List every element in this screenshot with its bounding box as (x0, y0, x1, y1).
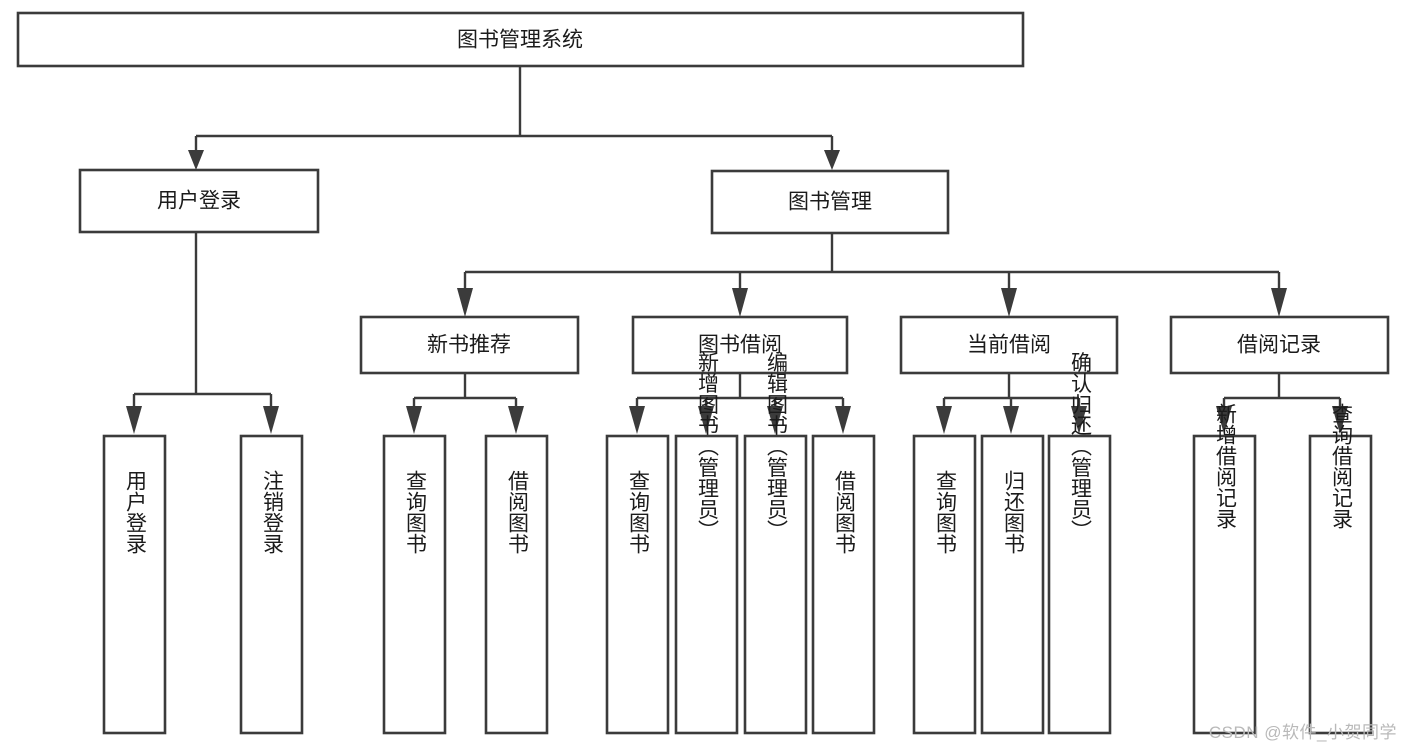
node-user-login-label: 用户登录 (157, 190, 241, 213)
node-current-borrow-box[interactable] (899, 315, 1119, 375)
leaf-user-login-login-label: 用户登录 (124, 470, 148, 554)
leaf-borrow-record-add-label: 新增借阅记录 (1214, 403, 1238, 529)
node-root-box[interactable] (16, 11, 1025, 68)
arrowhead-book-borrow (732, 288, 748, 317)
leaf-book-borrow-edit-box[interactable] (743, 434, 808, 735)
leaf-book-borrow-query-label: 查询图书 (627, 470, 651, 554)
connector-layer (126, 66, 1348, 434)
leaf-borrow-record-query-box[interactable] (1308, 434, 1373, 735)
node-book-manage-label: 图书管理 (788, 191, 872, 214)
leaf-borrow-record-add-box[interactable] (1192, 434, 1257, 735)
leaf-book-borrow-add-label: 新增图书（管理员） (696, 352, 720, 541)
arrowhead-user-login (188, 150, 204, 170)
leaf-node[interactable]: 查询图书 (912, 434, 977, 735)
leaf-new-book-query-label: 查询图书 (404, 470, 428, 554)
arrowhead-leaf-current-borrow-3 (1071, 406, 1087, 434)
node-borrow-record-box[interactable] (1169, 315, 1390, 375)
node-borrow-record-label: 借阅记录 (1237, 334, 1321, 357)
leaf-new-book-borrow-label: 借阅图书 (506, 470, 530, 554)
node-user-login-box[interactable] (78, 168, 320, 234)
node-current-borrow-label: 当前借阅 (967, 334, 1051, 357)
arrowhead-leaf-book-borrow-4 (835, 406, 851, 434)
leaf-current-borrow-query-label: 查询图书 (934, 470, 958, 554)
leaf-node[interactable]: 确认归还（管理员） (1047, 352, 1112, 735)
arrowhead-leaf-new-book-2 (508, 406, 524, 434)
arrowhead-leaf-current-borrow-1 (936, 406, 952, 434)
arrowhead-leaf-current-borrow-2 (1003, 406, 1019, 434)
arrowhead-leaf-user-login-2 (263, 406, 279, 434)
node-current-borrow[interactable]: 当前借阅 (899, 315, 1119, 375)
node-new-book-recommend-label: 新书推荐 (427, 334, 511, 357)
leaf-current-borrow-return-label: 归还图书 (1002, 470, 1026, 554)
arrowhead-leaf-book-borrow-1 (629, 406, 645, 434)
arrowhead-leaf-new-book-1 (406, 406, 422, 434)
leaf-current-borrow-return-box[interactable] (980, 434, 1045, 735)
leaf-node[interactable]: 借阅图书 (811, 434, 876, 735)
arrowhead-leaf-borrow-record-2 (1332, 406, 1348, 434)
leaf-new-book-borrow-box[interactable] (484, 434, 549, 735)
node-borrow-record[interactable]: 借阅记录 (1169, 315, 1390, 375)
leaf-current-borrow-confirm-label: 确认归还（管理员） (1069, 352, 1093, 541)
node-root-label: 图书管理系统 (457, 29, 583, 52)
node-user-login[interactable]: 用户登录 (78, 168, 320, 234)
leaf-user-login-login-box[interactable] (102, 434, 167, 735)
leaf-book-borrow-edit-label: 编辑图书（管理员） (765, 352, 789, 541)
arrowhead-book-manage (824, 150, 840, 170)
leaf-current-borrow-query-box[interactable] (912, 434, 977, 735)
leaf-node[interactable]: 用户登录 (102, 434, 167, 735)
leaf-borrow-record-query-label: 查询借阅记录 (1330, 403, 1354, 529)
node-new-book-recommend-box[interactable] (359, 315, 580, 375)
leaf-user-login-logout-box[interactable] (239, 434, 304, 735)
leaf-node[interactable]: 查询借阅记录 (1308, 403, 1373, 735)
arrowhead-leaf-borrow-record-1 (1216, 406, 1232, 434)
arrowhead-new-book (457, 288, 473, 317)
arrowhead-borrow-record (1271, 288, 1287, 317)
leaf-book-borrow-borrow-box[interactable] (811, 434, 876, 735)
leaf-node[interactable]: 借阅图书 (484, 434, 549, 735)
leaf-book-borrow-borrow-label: 借阅图书 (833, 470, 857, 554)
leaf-new-book-query-box[interactable] (382, 434, 447, 735)
node-new-book-recommend[interactable]: 新书推荐 (359, 315, 580, 375)
node-book-borrow[interactable]: 图书借阅 (631, 315, 849, 375)
leaf-node[interactable]: 注销登录 (239, 434, 304, 735)
leaf-node[interactable]: 查询图书 (605, 434, 670, 735)
arrowhead-leaf-book-borrow-2 (698, 406, 714, 434)
leaf-node[interactable]: 归还图书 (980, 434, 1045, 735)
arrowhead-leaf-book-borrow-3 (767, 406, 783, 434)
leaf-book-borrow-add-box[interactable] (674, 434, 739, 735)
leaf-node[interactable]: 新增图书（管理员） (674, 352, 739, 735)
leaf-node[interactable]: 编辑图书（管理员） (743, 352, 808, 735)
node-book-borrow-box[interactable] (631, 315, 849, 375)
node-book-borrow-label: 图书借阅 (698, 334, 782, 357)
leaf-user-login-logout-label: 注销登录 (261, 470, 285, 554)
arrowhead-leaf-user-login-1 (126, 406, 142, 434)
leaf-node[interactable]: 查询图书 (382, 434, 447, 735)
leaf-node[interactable]: 新增借阅记录 (1192, 403, 1257, 735)
arrowhead-current-borrow (1001, 288, 1017, 317)
leaf-book-borrow-query-box[interactable] (605, 434, 670, 735)
node-book-manage-box[interactable] (710, 169, 950, 235)
node-root[interactable]: 图书管理系统 (16, 11, 1025, 68)
leaf-current-borrow-confirm-box[interactable] (1047, 434, 1112, 735)
node-book-manage[interactable]: 图书管理 (710, 169, 950, 235)
